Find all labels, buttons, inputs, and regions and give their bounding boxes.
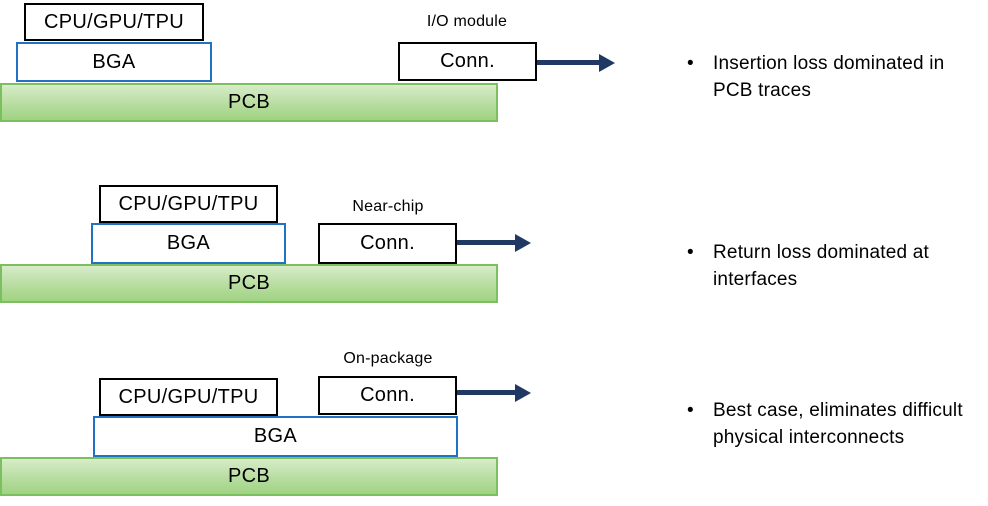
bga-box: BGA [93,416,458,457]
bullet-text: Best case, eliminates difficult physical… [713,400,963,448]
arrow-head-icon [515,383,531,402]
bga-box: BGA [16,42,212,82]
bullet-dot-icon: • [687,53,694,74]
pcb-board: PCB [0,457,498,496]
signal-arrow-icon [457,233,531,252]
bga-label: BGA [166,232,211,254]
chip-box: CPU/GPU/TPU [99,185,278,223]
conn-type-label: On-package [343,350,433,367]
conn-label: Conn. [360,384,415,406]
bullet-item: • Insertion loss dominated in PCB traces [687,50,975,104]
conn-label: Conn. [440,50,495,72]
pcb-board: PCB [0,264,498,303]
bullet-item: • Return loss dominated at interfaces [687,239,975,293]
chip-label: CPU/GPU/TPU [44,10,184,33]
signal-arrow-icon [457,383,531,402]
arrow-head-icon [599,53,615,72]
chip-box: CPU/GPU/TPU [99,378,278,416]
bga-label: BGA [253,425,298,447]
pcb-label: PCB [227,91,271,113]
chip-box: CPU/GPU/TPU [24,3,204,41]
conn-box: Conn. [318,376,457,415]
arrow-head-icon [515,233,531,252]
bga-label: BGA [92,50,136,73]
conn-type-label: I/O module [426,13,508,30]
bullet-dot-icon: • [687,400,694,421]
conn-label: Conn. [360,232,415,254]
conn-type-label: Near-chip [352,198,424,215]
bga-box: BGA [91,223,286,264]
bullet-dot-icon: • [687,242,694,263]
signal-arrow-icon [537,53,615,72]
conn-box: Conn. [318,223,457,264]
conn-box: Conn. [398,42,537,81]
bullet-text: Return loss dominated at interfaces [713,242,930,290]
chip-label: CPU/GPU/TPU [118,192,259,215]
pcb-label: PCB [227,272,271,294]
chip-label: CPU/GPU/TPU [118,385,259,408]
pcb-board: PCB [0,83,498,122]
bullet-item: • Best case, eliminates difficult physic… [687,397,975,451]
pcb-label: PCB [227,465,271,487]
bullet-text: Insertion loss dominated in PCB traces [713,53,945,101]
